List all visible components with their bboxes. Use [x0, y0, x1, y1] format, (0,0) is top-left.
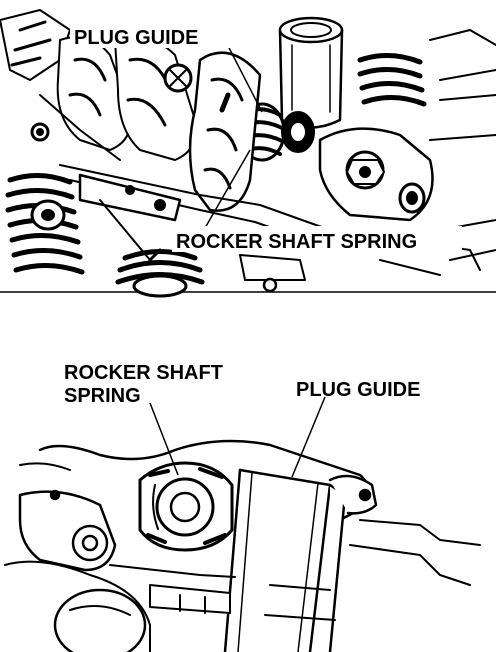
engine-rocker-assembly-illustration: PLUG GUIDE ROCKER SHAFT SPRING [0, 0, 496, 300]
rocker-shaft-spring-closeup-label-line2: SPRING [64, 385, 141, 407]
rocker-arm-center-left [114, 36, 197, 161]
plug-guide-closeup-leader-line [291, 396, 326, 478]
rocker-shaft-spring-label: ROCKER SHAFT SPRING [176, 231, 417, 253]
plug-guide-closeup-part [223, 468, 347, 652]
rocker-arm-closeup [18, 462, 117, 572]
rocker-arm-right [318, 127, 434, 222]
plug-guide-leader-line [224, 39, 263, 113]
rocker-arm-left [30, 36, 132, 161]
rocker-shaft-closeup-drawing: ROCKER SHAFT SPRING PLUG GUIDE [4, 362, 481, 652]
rocker-shaft-spring-closeup-label-line1: ROCKER SHAFT [64, 362, 223, 384]
plug-guide-closeup-label: PLUG GUIDE [296, 379, 420, 401]
plug-guide-part [278, 16, 344, 129]
valve-spring-right [357, 29, 496, 107]
rocker-shaft-closeup-illustration: ROCKER SHAFT SPRING PLUG GUIDE [0, 345, 496, 652]
rocker-arm-center [188, 51, 262, 212]
rocker-shaft-spring-closeup-leader-line [149, 402, 179, 476]
rocker-assembly-drawing: PLUG GUIDE ROCKER SHAFT SPRING [0, 9, 496, 298]
plug-guide-label: PLUG GUIDE [74, 27, 198, 49]
valve-spring-left [5, 173, 85, 275]
rocker-shaft-spring-closeup-part [138, 461, 234, 552]
valve-spring-bottom [115, 249, 205, 298]
rocker-shaft-spring-leader-line [204, 149, 251, 229]
